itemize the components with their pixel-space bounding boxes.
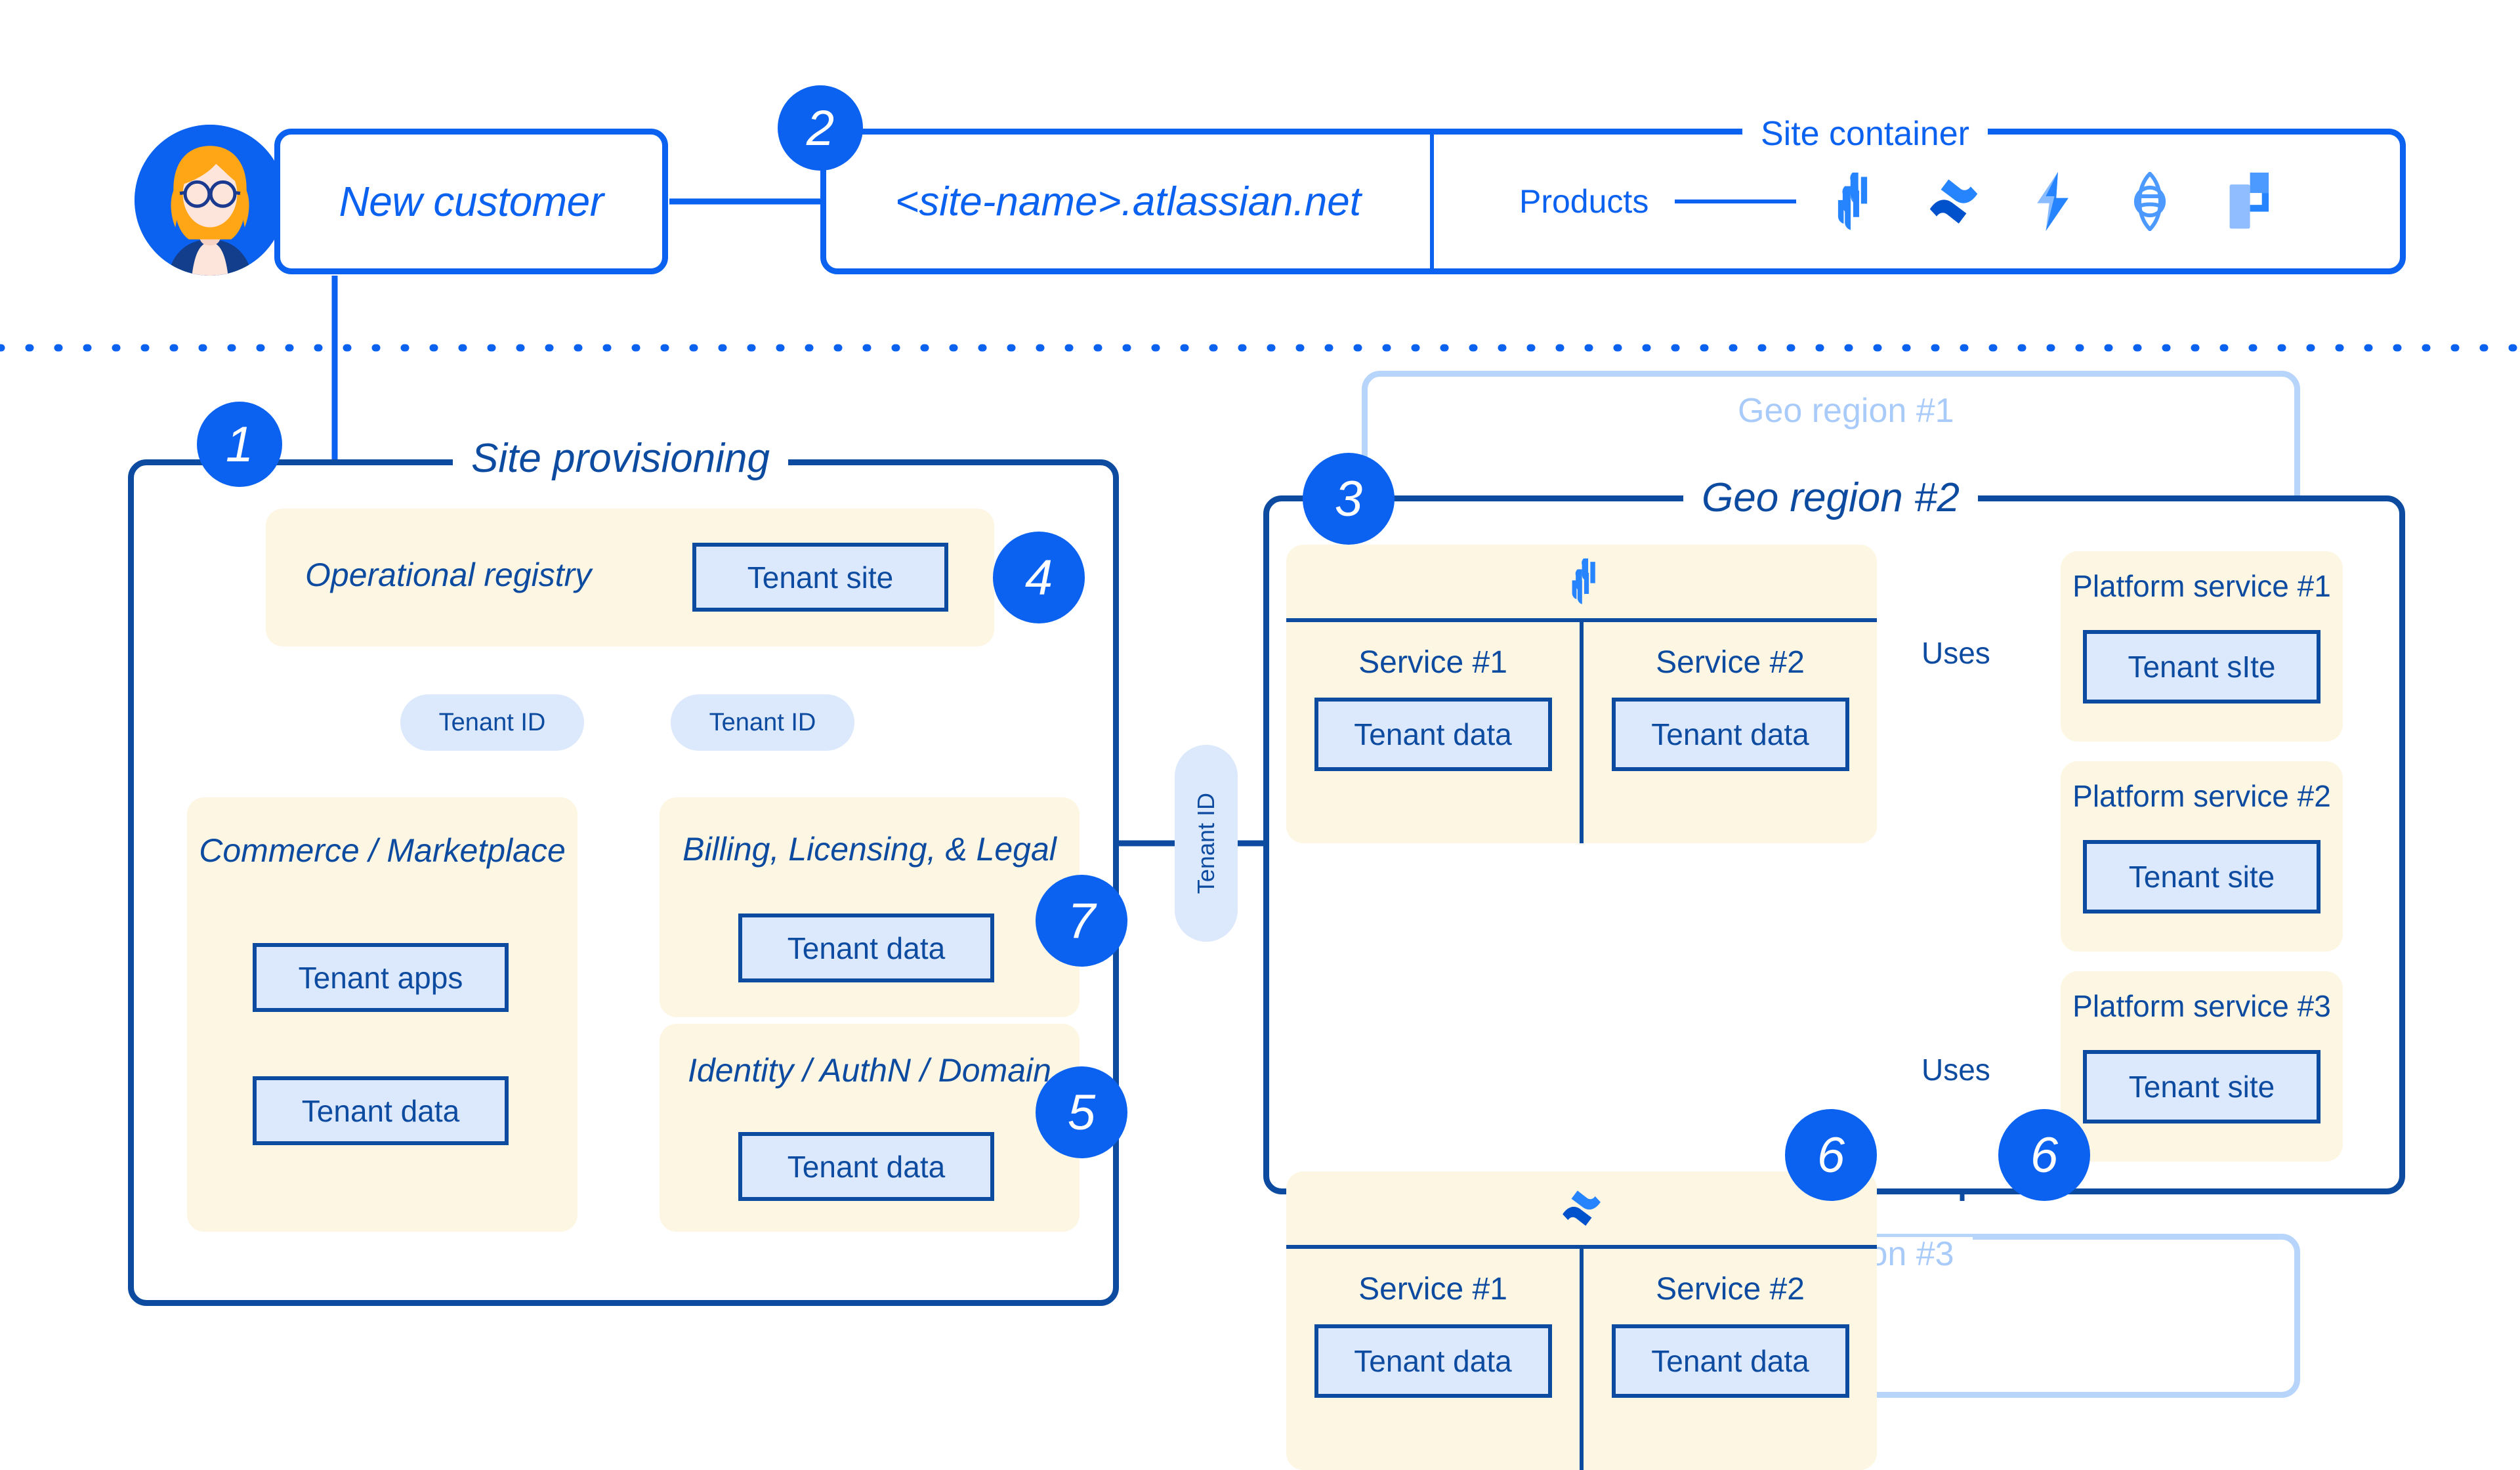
jira-service-divider: [1580, 622, 1584, 843]
identity-tenant-data[interactable]: Tenant data: [738, 1132, 994, 1201]
platform-service-1-name: Platform service #1: [2072, 569, 2331, 603]
jira-icon[interactable]: [1822, 173, 1878, 230]
tenant-id-bridge-label: Tenant ID: [1192, 792, 1219, 894]
bitbucket-icon[interactable]: [2224, 173, 2273, 230]
registry-tenant-site[interactable]: Tenant site: [692, 543, 948, 612]
new-customer-box[interactable]: New customer: [274, 129, 668, 274]
site-url-label: <site-name>.atlassian.net: [895, 178, 1361, 224]
confluence-icon[interactable]: [1925, 174, 1983, 229]
products-cell: Products: [1434, 135, 2400, 268]
product-icon-list: [1822, 172, 2273, 231]
geo-region-2-caption: Geo region #2: [1683, 478, 1978, 518]
step-badge-2: 2: [778, 85, 863, 171]
uses-label-top: Uses: [1922, 636, 1990, 670]
tenant-id-bridge-pill: Tenant ID: [1175, 745, 1238, 942]
service-group-jira-logo: [1286, 545, 1877, 618]
service-group-confluence-columns: Service #1 Tenant data Service #2 Tenant…: [1286, 1249, 1877, 1470]
service-group-confluence-logo: [1286, 1171, 1877, 1245]
confluence-service-2: Service #2 Tenant data: [1584, 1249, 1877, 1470]
platform-service-1: Platform service #1 Tenant sIte: [2061, 551, 2343, 742]
platform-service-1-resource[interactable]: Tenant sIte: [2083, 630, 2320, 704]
confluence-service-1: Service #1 Tenant data: [1286, 1249, 1580, 1470]
commerce-title: Commerce / Marketplace: [199, 832, 566, 869]
geo-region-1-caption: Geo region #1: [1719, 394, 1973, 428]
confluence-icon: [1563, 1190, 1601, 1226]
tenant-id-pill-left: Tenant ID: [400, 694, 584, 751]
new-customer-label: New customer: [339, 178, 604, 225]
platform-service-3: Platform service #3 Tenant site: [2061, 971, 2343, 1162]
platform-service-2-resource[interactable]: Tenant site: [2083, 840, 2320, 914]
step-badge-4: 4: [993, 532, 1085, 623]
tenant-id-pill-right: Tenant ID: [671, 694, 854, 751]
step-badge-3: 3: [1303, 453, 1395, 545]
platform-service-3-name: Platform service #3: [2072, 989, 2331, 1023]
service-group-jira: Service #1 Tenant data Service #2 Tenant…: [1286, 545, 1877, 843]
commerce-tenant-data[interactable]: Tenant data: [253, 1076, 509, 1145]
jira-service-1: Service #1 Tenant data: [1286, 622, 1580, 843]
customer-avatar: [135, 125, 285, 276]
confluence-service-1-tenant-data[interactable]: Tenant data: [1314, 1324, 1552, 1398]
identity-card: Identity / AuthN / Domain Tenant data: [660, 1024, 1080, 1232]
step-badge-7: 7: [1036, 875, 1127, 967]
avatar-illustration: [135, 125, 285, 276]
step-badge-1: 1: [197, 402, 282, 487]
platform-service-2: Platform service #2 Tenant site: [2061, 761, 2343, 952]
site-provisioning-caption: Site provisioning: [453, 438, 788, 479]
identity-title: Identity / AuthN / Domain: [688, 1052, 1051, 1089]
billing-tenant-data[interactable]: Tenant data: [738, 914, 994, 982]
jira-service-2-name: Service #2: [1656, 645, 1805, 680]
site-url-cell[interactable]: <site-name>.atlassian.net: [826, 135, 1434, 268]
jira-service-2: Service #2 Tenant data: [1584, 622, 1877, 843]
jira-service-1-name: Service #1: [1358, 645, 1507, 680]
confluence-service-2-tenant-data[interactable]: Tenant data: [1611, 1324, 1849, 1398]
confluence-service-1-name: Service #1: [1358, 1272, 1507, 1307]
platform-service-2-name: Platform service #2: [2072, 779, 2331, 813]
commerce-tenant-apps[interactable]: Tenant apps: [253, 943, 509, 1012]
service-group-confluence: Service #1 Tenant data Service #2 Tenant…: [1286, 1171, 1877, 1470]
uses-label-bottom: Uses: [1922, 1053, 1990, 1087]
platform-service-3-resource[interactable]: Tenant site: [2083, 1050, 2320, 1124]
step-badge-6-b: 6: [1998, 1109, 2090, 1201]
jira-service-management-icon[interactable]: [2030, 172, 2076, 231]
billing-title: Billing, Licensing, & Legal: [682, 831, 1057, 868]
service-group-jira-columns: Service #1 Tenant data Service #2 Tenant…: [1286, 622, 1877, 843]
billing-card: Billing, Licensing, & Legal Tenant data: [660, 797, 1080, 1017]
site-container-caption: Site container: [1742, 117, 1988, 151]
site-container-box: <site-name>.atlassian.net Products: [820, 129, 2406, 274]
jira-service-2-tenant-data[interactable]: Tenant data: [1611, 698, 1849, 771]
jira-icon: [1572, 558, 1595, 604]
confluence-service-divider: [1580, 1249, 1584, 1470]
operational-registry-card: Operational registry Tenant site: [266, 509, 994, 646]
diagram-canvas: New customer <site-name>.atlassian.net P…: [0, 85, 2520, 1470]
products-label: Products: [1519, 183, 1649, 220]
commerce-marketplace-card: Commerce / Marketplace Tenant apps Tenan…: [187, 797, 578, 1232]
operational-registry-title: Operational registry: [305, 556, 592, 593]
jira-service-1-tenant-data[interactable]: Tenant data: [1314, 698, 1552, 771]
confluence-service-2-name: Service #2: [1656, 1272, 1805, 1307]
step-badge-5: 5: [1036, 1066, 1127, 1158]
service-group-jira-rule: [1286, 618, 1877, 622]
products-rule: [1675, 200, 1797, 203]
step-badge-6-a: 6: [1785, 1109, 1877, 1201]
service-group-confluence-rule: [1286, 1245, 1877, 1249]
compass-icon[interactable]: [2123, 172, 2177, 231]
